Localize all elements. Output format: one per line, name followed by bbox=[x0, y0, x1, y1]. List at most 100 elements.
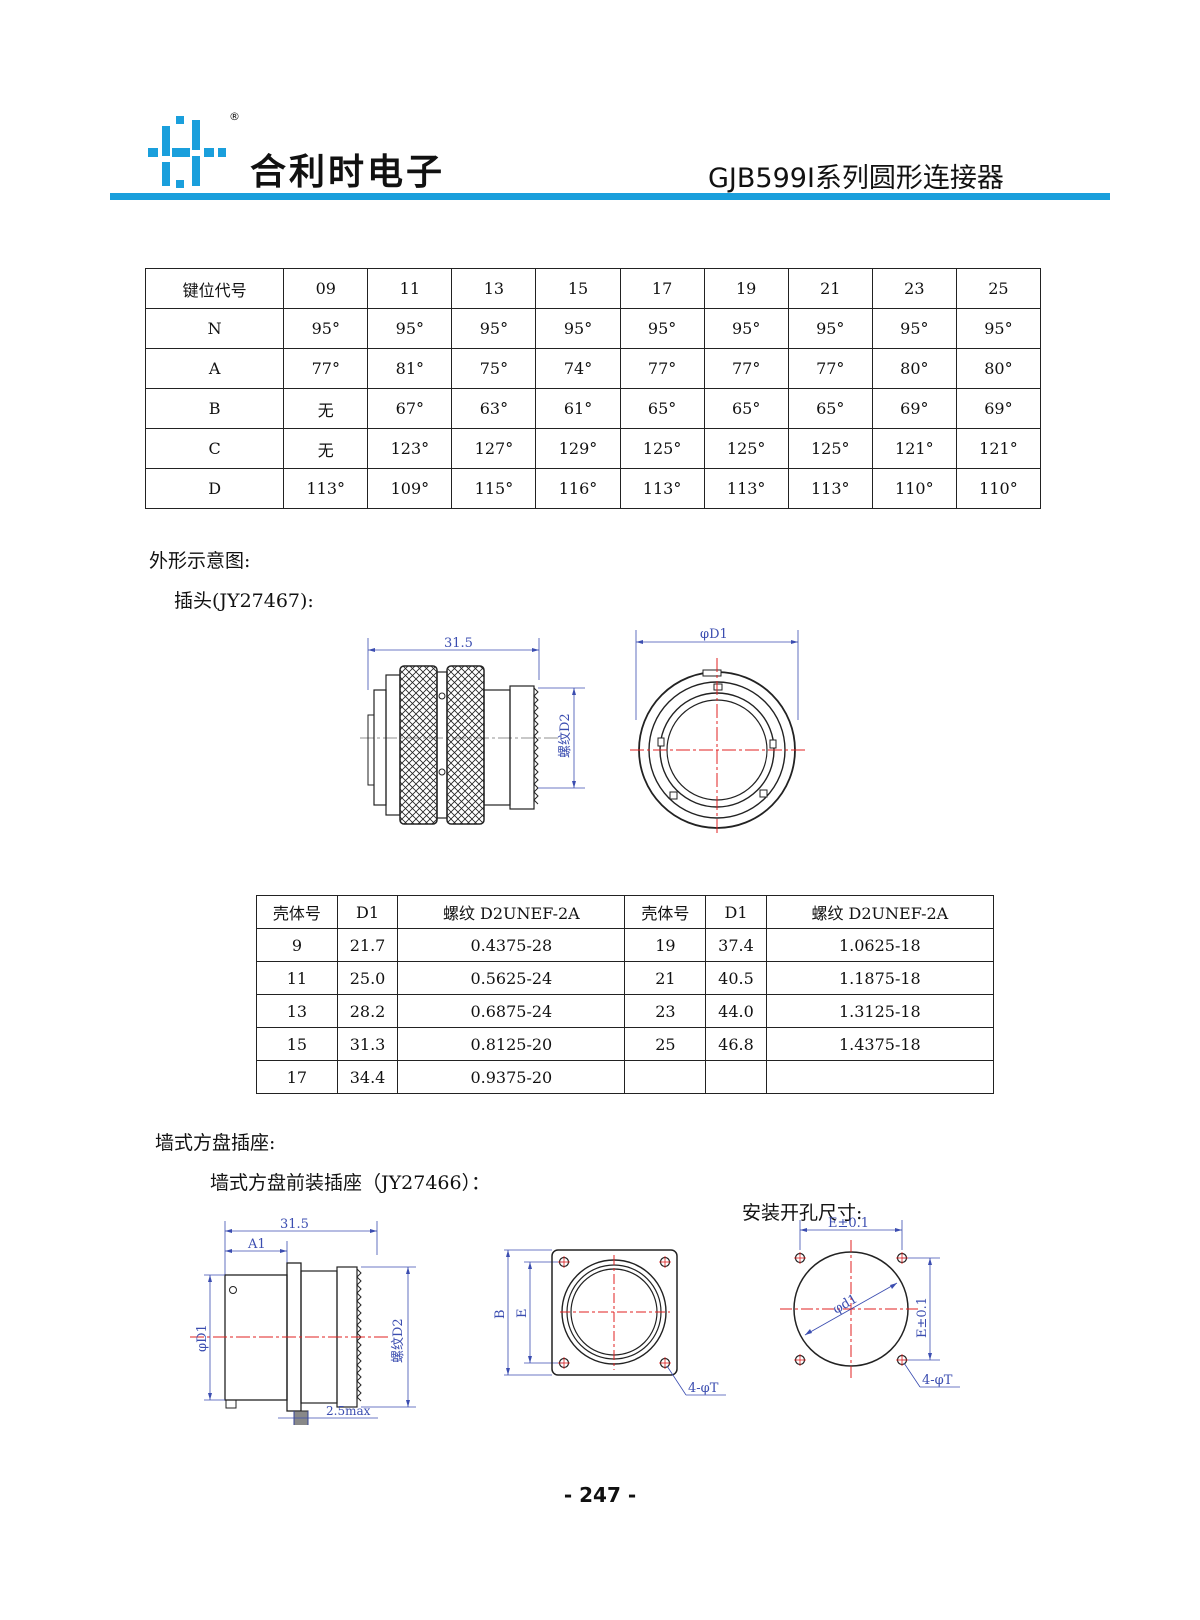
table-header-cell: 键位代号 bbox=[144, 268, 285, 309]
table-cell: 80° bbox=[955, 348, 1042, 389]
receptacle-holes-label: 4-φT bbox=[688, 1381, 719, 1396]
table-row: A 77° 81° 75° 74° 77° 77° 77° 80° 80° bbox=[144, 348, 1042, 389]
table-cell: 67° bbox=[367, 388, 453, 429]
table-header-cell: 13 bbox=[451, 268, 537, 309]
table-cell: 1.3125-18 bbox=[765, 994, 995, 1028]
table-cell: 65° bbox=[787, 388, 873, 429]
table-cell: 61° bbox=[535, 388, 621, 429]
table-cell: 95° bbox=[283, 308, 369, 349]
table-cell bbox=[765, 1060, 995, 1094]
table-cell: 23 bbox=[624, 994, 707, 1028]
table-cell: 0.4375-28 bbox=[397, 928, 626, 962]
plug-length-label: 31.5 bbox=[444, 636, 473, 651]
table-header-cell: 11 bbox=[367, 268, 453, 309]
receptacle-diameter-label: φD1 bbox=[195, 1324, 210, 1352]
table-cell: 46.8 bbox=[705, 1027, 767, 1061]
wall-receptacle-heading: 墙式方盘插座: bbox=[155, 1132, 276, 1154]
table-cell: 19 bbox=[624, 928, 707, 962]
cutout-e-horizontal-label: E±0.1 bbox=[828, 1216, 869, 1231]
table-cell: 115° bbox=[451, 468, 537, 509]
table-header-cell: 螺纹 D2UNEF-2A bbox=[397, 895, 626, 929]
table-cell: 0.9375-20 bbox=[397, 1060, 626, 1094]
key-position-table: 键位代号 09 11 13 15 17 19 21 23 25 N 95° 95… bbox=[144, 268, 1042, 509]
table-cell: C bbox=[144, 428, 285, 469]
table-cell: 37.4 bbox=[705, 928, 767, 962]
table-header-cell: 09 bbox=[283, 268, 369, 309]
table-cell: 1.4375-18 bbox=[765, 1027, 995, 1061]
table-cell: 1.1875-18 bbox=[765, 961, 995, 995]
table-cell: 109° bbox=[367, 468, 453, 509]
plug-dimension-table: 壳体号 D1 螺纹 D2UNEF-2A 壳体号 D1 螺纹 D2UNEF-2A … bbox=[256, 895, 995, 1094]
table-row: B 无 67° 63° 61° 65° 65° 65° 69° 69° bbox=[144, 388, 1042, 429]
table-cell: 1.0625-18 bbox=[765, 928, 995, 962]
table-header-cell: 17 bbox=[619, 268, 705, 309]
table-header-cell: D1 bbox=[336, 895, 399, 929]
table-cell: B bbox=[144, 388, 285, 429]
cutout-holes-label: 4-φT bbox=[922, 1373, 953, 1388]
registered-mark: ® bbox=[229, 110, 240, 123]
table-cell: 77° bbox=[787, 348, 873, 389]
plug-front-view-drawing: φD1 bbox=[630, 627, 805, 834]
table-cell: 77° bbox=[703, 348, 789, 389]
table-cell: 34.4 bbox=[336, 1060, 399, 1094]
table-row: 15 31.3 0.8125-20 25 46.8 1.4375-18 bbox=[256, 1027, 995, 1061]
table-cell: N bbox=[144, 308, 285, 349]
table-row: D 113° 109° 115° 116° 113° 113° 113° 110… bbox=[144, 468, 1042, 509]
table-header-cell: 19 bbox=[703, 268, 789, 309]
brand-name: 合利时电子 bbox=[250, 152, 446, 193]
table-cell: A bbox=[144, 348, 285, 389]
table-cell: 21.7 bbox=[336, 928, 399, 962]
table-cell: 25.0 bbox=[336, 961, 399, 995]
table-cell: 95° bbox=[787, 308, 873, 349]
table-cell: 0.6875-24 bbox=[397, 994, 626, 1028]
table-cell: 44.0 bbox=[705, 994, 767, 1028]
panel-cutout-drawing: E±0.1 E±0.1 φd1 4-φT bbox=[780, 1216, 960, 1388]
table-cell: 0.5625-24 bbox=[397, 961, 626, 995]
table-cell: 13 bbox=[256, 994, 338, 1028]
table-row: 11 25.0 0.5625-24 21 40.5 1.1875-18 bbox=[256, 961, 995, 995]
receptacle-a1-label: A1 bbox=[247, 1237, 266, 1252]
table-cell: 95° bbox=[955, 308, 1042, 349]
table-cell: 69° bbox=[871, 388, 957, 429]
table-row: C 无 123° 127° 129° 125° 125° 125° 121° 1… bbox=[144, 428, 1042, 469]
table-cell: 40.5 bbox=[705, 961, 767, 995]
table-cell: 95° bbox=[535, 308, 621, 349]
table-header-cell: 25 bbox=[955, 268, 1042, 309]
table-cell: 69° bbox=[955, 388, 1042, 429]
table-cell: 65° bbox=[619, 388, 705, 429]
table-row: 17 34.4 0.9375-20 bbox=[256, 1060, 995, 1094]
receptacle-thread-label: 螺纹D2 bbox=[391, 1318, 406, 1363]
table-cell: 95° bbox=[703, 308, 789, 349]
table-cell: 110° bbox=[871, 468, 957, 509]
table-header-cell: 壳体号 bbox=[624, 895, 707, 929]
table-header-cell: 23 bbox=[871, 268, 957, 309]
table-cell: 125° bbox=[703, 428, 789, 469]
receptacle-front-view-drawing: B E 4-φT bbox=[493, 1249, 726, 1396]
table-header-cell: 15 bbox=[535, 268, 621, 309]
table-header-row: 壳体号 D1 螺纹 D2UNEF-2A 壳体号 D1 螺纹 D2UNEF-2A bbox=[256, 895, 995, 929]
table-cell: 17 bbox=[256, 1060, 338, 1094]
flange-thickness-label: 2.5max bbox=[326, 1404, 371, 1418]
table-cell: 95° bbox=[451, 308, 537, 349]
table-cell: D bbox=[144, 468, 285, 509]
table-row: N 95° 95° 95° 95° 95° 95° 95° 95° 95° bbox=[144, 308, 1042, 349]
header-rule bbox=[110, 193, 1110, 200]
wall-front-receptacle-heading: 墙式方盘前装插座（JY27466）： bbox=[210, 1172, 491, 1194]
table-cell: 9 bbox=[256, 928, 338, 962]
table-cell: 无 bbox=[283, 428, 369, 469]
table-cell: 74° bbox=[535, 348, 621, 389]
table-cell bbox=[705, 1060, 767, 1094]
table-cell: 75° bbox=[451, 348, 537, 389]
table-cell: 81° bbox=[367, 348, 453, 389]
table-cell: 113° bbox=[619, 468, 705, 509]
table-cell: 129° bbox=[535, 428, 621, 469]
page-number: - 247 - bbox=[563, 1483, 637, 1507]
table-header-row: 键位代号 09 11 13 15 17 19 21 23 25 bbox=[144, 268, 1042, 309]
plug-diameter-label: φD1 bbox=[700, 627, 728, 642]
table-header-cell: 螺纹 D2UNEF-2A bbox=[765, 895, 995, 929]
table-cell: 95° bbox=[871, 308, 957, 349]
table-cell: 31.3 bbox=[336, 1027, 399, 1061]
series-title: GJB599Ⅰ系列圆形连接器 bbox=[708, 163, 1004, 194]
plug-side-view-drawing: 31.5 螺纹D2 bbox=[360, 636, 585, 825]
table-cell: 95° bbox=[367, 308, 453, 349]
